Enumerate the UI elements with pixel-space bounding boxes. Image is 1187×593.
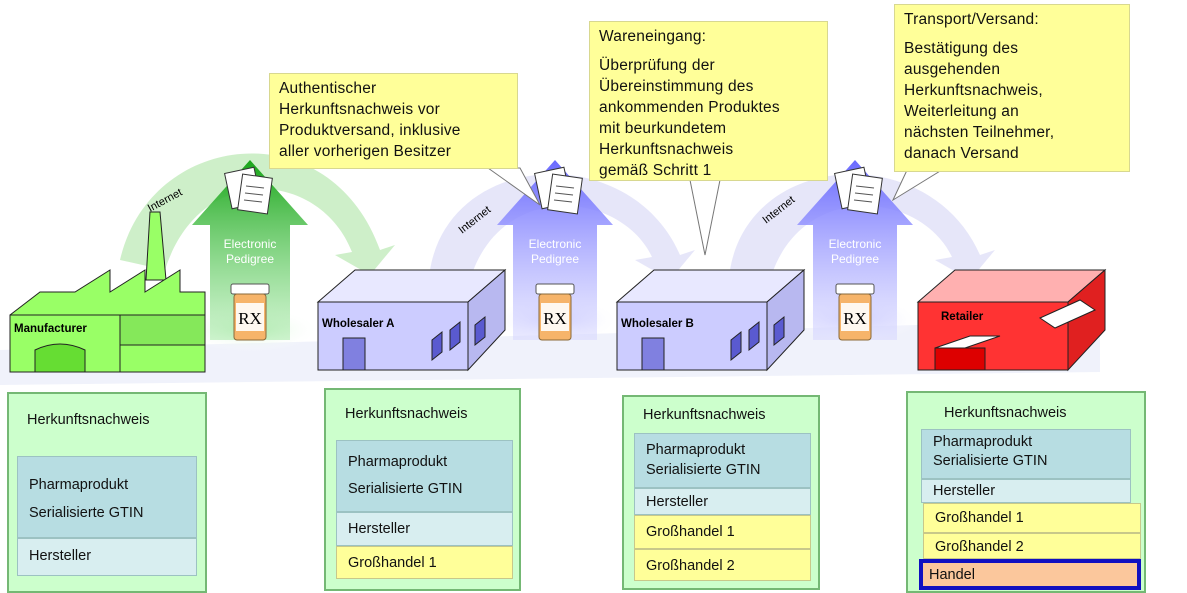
document-icon <box>223 166 273 215</box>
panel-title: Herkunftsnachweis <box>345 406 468 422</box>
svg-text:RX: RX <box>543 309 567 328</box>
callout-pointer <box>689 179 721 256</box>
panel-row-manufacturer: Hersteller <box>921 479 1131 503</box>
callout-title: Wareneingang: <box>599 28 707 45</box>
rx-bottle-icon: RX <box>835 283 875 341</box>
retailer-building: Retailer <box>916 268 1107 372</box>
callout-line: ausgehenden <box>904 61 1001 78</box>
row-text: Pharmaprodukt <box>646 442 746 458</box>
pedigree-label: Electronic <box>224 237 277 251</box>
wholesaler-a-building: Wholesaler A <box>316 268 507 372</box>
callout-line: ankommenden Produktes <box>599 99 780 116</box>
row-text: Großhandel 1 <box>646 524 735 540</box>
panel-row-product: Pharmaprodukt Serialisierte GTIN <box>921 429 1131 479</box>
row-text: Hersteller <box>29 548 92 564</box>
panel-row-product: Pharmaprodukt Serialisierte GTIN <box>17 456 197 538</box>
callout-line: Herkunftsnachweis, <box>904 82 1043 99</box>
svg-text:RX: RX <box>238 309 262 328</box>
row-text: Großhandel 1 <box>935 510 1024 526</box>
pedigree-label: Pedigree <box>531 252 579 266</box>
callout-line: Produktversand, inklusive <box>279 122 461 139</box>
pedigree-panel-retailer: Herkunftsnachweis Pharmaprodukt Serialis… <box>906 391 1146 593</box>
pedigree-label: Pedigree <box>226 252 274 266</box>
wholesaler-b-building: Wholesaler B <box>615 268 806 372</box>
pedigree-panel-wholesaler-b: Herkunftsnachweis Pharmaprodukt Serialis… <box>622 395 820 590</box>
document-icon <box>533 166 583 215</box>
svg-text:RX: RX <box>843 309 867 328</box>
panel-row-wholesaler-1: Großhandel 1 <box>923 503 1141 533</box>
pedigree-label: Electronic <box>529 237 582 251</box>
internet-curved-arrow <box>120 153 395 275</box>
callout-transport-shipping: Transport/Versand: Bestätigung des ausge… <box>894 4 1130 172</box>
row-text: Großhandel 1 <box>348 555 437 571</box>
panel-row-wholesaler-1: Großhandel 1 <box>634 515 811 549</box>
pedigree-panel-manufacturer: Herkunftsnachweis Pharmaprodukt Serialis… <box>7 392 207 593</box>
callout-line: mit beurkundetem <box>599 120 727 137</box>
row-text: Pharmaprodukt <box>29 477 129 493</box>
callout-goods-receipt: Wareneingang: Überprüfung der Übereinsti… <box>589 21 828 181</box>
pedigree-arrow-blue: Electronic Pedigree <box>797 160 913 340</box>
building-label: Retailer <box>941 311 984 323</box>
panel-row-manufacturer: Hersteller <box>336 512 513 546</box>
row-text: Großhandel 2 <box>935 539 1024 555</box>
panel-title: Herkunftsnachweis <box>643 407 766 423</box>
panel-row-wholesaler-2: Großhandel 2 <box>634 549 811 581</box>
rx-bottle-icon: RX <box>230 283 270 341</box>
row-text: Serialisierte GTIN <box>646 462 761 478</box>
callout-authentic-pedigree: Authentischer Herkunftsnachweis vor Prod… <box>269 73 518 169</box>
callout-line: gemäß Schritt 1 <box>599 162 712 179</box>
panel-row-product: Pharmaprodukt Serialisierte GTIN <box>336 440 513 512</box>
callout-line: nächsten Teilnehmer, <box>904 124 1055 141</box>
callout-line: Übereinstimmung des <box>599 78 754 95</box>
row-text: Hersteller <box>933 483 996 499</box>
pedigree-label: Pedigree <box>831 252 879 266</box>
callout-title: Transport/Versand: <box>904 11 1039 28</box>
callout-line: aller vorherigen Besitzer <box>279 143 452 160</box>
panel-row-manufacturer: Hersteller <box>17 538 197 576</box>
row-text: Großhandel 2 <box>646 558 735 574</box>
rx-bottle-icon: RX <box>535 283 575 341</box>
callout-line: Herkunftsnachweis <box>599 141 734 158</box>
callout-line: Herkunftsnachweis vor <box>279 101 440 118</box>
callout-line: Überprüfung der <box>599 57 715 74</box>
pedigree-arrow-green: Electronic Pedigree <box>192 160 308 340</box>
building-label: Wholesaler B <box>621 318 694 330</box>
panel-row-retailer: Handel <box>919 559 1141 590</box>
row-text: Pharmaprodukt <box>348 454 448 470</box>
internet-curved-arrow <box>730 174 995 280</box>
panel-title: Herkunftsnachweis <box>944 405 1067 421</box>
panel-row-wholesaler-1: Großhandel 1 <box>336 546 513 579</box>
callout-line: Bestätigung des <box>904 40 1019 57</box>
panel-row-wholesaler-2: Großhandel 2 <box>923 533 1141 559</box>
pedigree-label: Electronic <box>829 237 882 251</box>
panel-title: Herkunftsnachweis <box>27 412 150 428</box>
callout-line: Authentischer <box>279 80 377 97</box>
row-text: Handel <box>929 567 975 583</box>
building-label: Wholesaler A <box>322 318 394 330</box>
pedigree-arrow-blue: Electronic Pedigree <box>497 160 613 340</box>
row-text: Pharmaprodukt <box>933 434 1033 450</box>
internet-curved-arrow <box>430 174 695 280</box>
row-text: Serialisierte GTIN <box>348 481 463 497</box>
building-label: Manufacturer <box>14 323 87 335</box>
row-text: Hersteller <box>646 494 709 510</box>
callout-line: Weiterleitung an <box>904 103 1019 120</box>
panel-row-manufacturer: Hersteller <box>634 488 811 515</box>
row-text: Hersteller <box>348 521 411 537</box>
row-text: Serialisierte GTIN <box>933 453 1048 469</box>
panel-row-product: Pharmaprodukt Serialisierte GTIN <box>634 433 811 488</box>
pedigree-panel-wholesaler-a: Herkunftsnachweis Pharmaprodukt Serialis… <box>324 388 521 591</box>
callout-line: danach Versand <box>904 145 1019 162</box>
row-text: Serialisierte GTIN <box>29 505 144 521</box>
manufacturer-factory: Manufacturer <box>9 211 206 373</box>
document-icon <box>833 166 883 215</box>
